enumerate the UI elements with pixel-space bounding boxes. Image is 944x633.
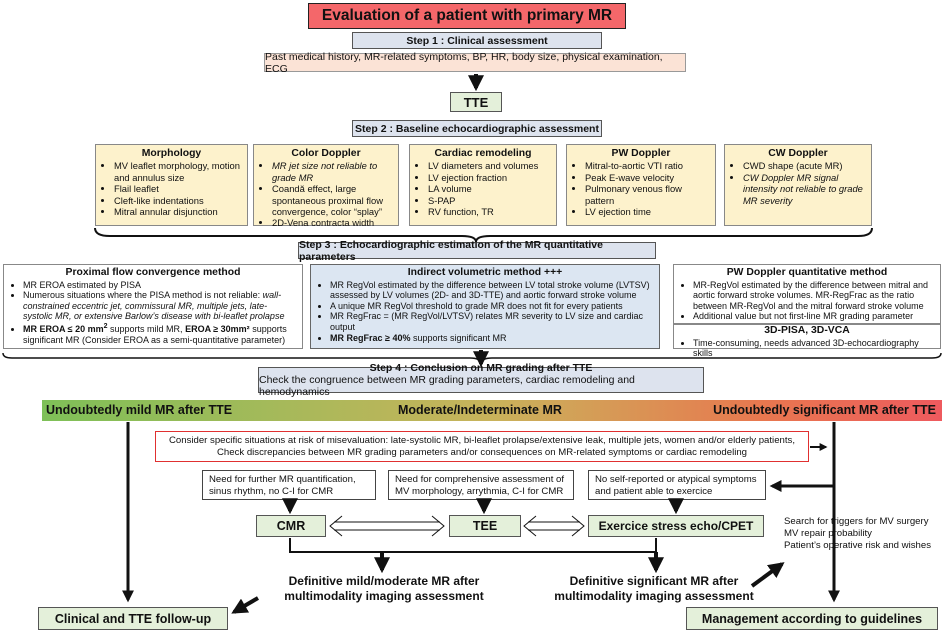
pw-doppler-item: Pulmonary venous flow pattern	[585, 183, 710, 206]
cw-doppler-item: CWD shape (acute MR)	[743, 160, 866, 171]
indirect-title: Indirect volumetric method +++	[407, 267, 563, 278]
definitive-sig-line2: multimodality imaging assessment	[554, 589, 754, 603]
need-stress-box: No self-reported or atypical symptoms an…	[588, 470, 766, 500]
morphology-item: Flail leaflet	[114, 183, 242, 194]
double-arrow-tee-stress	[523, 515, 585, 537]
step1-label: Step 1 : Clinical assessment	[352, 32, 602, 49]
pisa-item-text: Numerous situations where the PISA metho…	[23, 290, 263, 301]
definitive-sig-line1: Definitive significant MR after	[569, 574, 739, 588]
morphology-box: Morphology MV leaflet morphology, motion…	[95, 144, 248, 226]
definitive-mild-line2: multimodality imaging assessment	[284, 589, 484, 603]
morphology-item: Mitral annular disjunction	[114, 206, 242, 217]
guidelines-box: Management according to guidelines	[686, 607, 938, 630]
cardiac-remodeling-title: Cardiac remodeling	[434, 148, 532, 159]
cardiac-remodeling-item: LV diameters and volumes	[428, 160, 551, 171]
morphology-item: MV leaflet morphology, motion and annulu…	[114, 160, 242, 183]
double-arrow-cmr-tee	[329, 515, 445, 537]
pisa-item: MR EROA estimated by PISA	[23, 280, 296, 291]
cardiac-remodeling-item: S-PAP	[428, 195, 551, 206]
pw-doppler-title: PW Doppler	[611, 148, 671, 159]
cardiac-remodeling-item: LV ejection fraction	[428, 172, 551, 183]
pisa-sup: 2	[103, 322, 108, 330]
indirect-item: MR RegVol estimated by the difference be…	[330, 280, 653, 301]
cardiac-remodeling-item: LA volume	[428, 183, 551, 194]
pisa-text: supports significant MR (Consider EROA a…	[23, 323, 287, 345]
threed-box: 3D-PISA, 3D-VCA Time-consuming, needs ad…	[673, 324, 941, 358]
cmr-box: CMR	[256, 515, 326, 537]
triggers-line3: Patient’s operative risk and wishes	[784, 540, 932, 551]
color-doppler-item: Coandă effect, large spontaneous proxima…	[272, 183, 393, 217]
indirect-text: supports significant MR	[410, 332, 507, 343]
step2-brace	[94, 227, 873, 243]
pwq-item: Additional value but not first-line MR g…	[693, 311, 934, 322]
pisa-item-italic: wall-constrained eccentric jet, commissu…	[23, 290, 285, 322]
step4-label: Step 4 : Conclusion on MR grading after …	[369, 362, 593, 374]
cw-doppler-title: CW Doppler	[768, 148, 828, 159]
grading-moderate: Moderate/Indeterminate MR	[398, 403, 562, 417]
step1-details: Past medical history, MR-related symptom…	[264, 51, 686, 75]
pisa-box: Proximal flow convergence method MR EROA…	[3, 264, 303, 349]
grading-significant: Undoubtedly significant MR after TTE	[713, 403, 936, 417]
cardiac-remodeling-box: Cardiac remodeling LV diameters and volu…	[409, 144, 557, 226]
pisa-text: supports mild MR,	[107, 323, 186, 334]
pisa-item: MR EROA ≤ 20 mm2 supports mild MR, EROA …	[23, 322, 296, 345]
color-doppler-box: Color Doppler MR jet size not reliable t…	[253, 144, 399, 228]
threed-title: 3D-PISA, 3D-VCA	[764, 325, 850, 336]
pw-doppler-item: LV ejection time	[585, 206, 710, 217]
consider-line2: Check discrepancies between MR grading p…	[216, 447, 748, 458]
pw-doppler-item: Peak E-wave velocity	[585, 172, 710, 183]
regfrac-threshold: MR RegFrac ≥ 40%	[330, 332, 411, 343]
triggers-line2: MV repair probability	[784, 528, 872, 539]
definitive-mild: Definitive mild/moderate MR after multim…	[262, 574, 506, 604]
grading-mild: Undoubtedly mild MR after TTE	[46, 403, 233, 417]
triggers-text: Search for triggers for MV surgery MV re…	[784, 516, 934, 552]
threed-item: Time-consuming, needs advanced 3D-echoca…	[693, 338, 934, 359]
followup-box: Clinical and TTE follow-up	[38, 607, 228, 630]
tee-box: TEE	[449, 515, 521, 537]
step4-brace	[2, 352, 942, 365]
definitive-significant: Definitive significant MR after multimod…	[536, 574, 772, 604]
morphology-item: Cleft-like indentations	[114, 195, 242, 206]
pisa-threshold-sig: EROA ≥ 30mm²	[185, 323, 250, 334]
pwq-title: PW Doppler quantitative method	[726, 267, 888, 278]
cw-doppler-item: CW Doppler MR signal intensity not relia…	[743, 172, 866, 206]
color-doppler-item: 2D-Vena contracta width	[272, 217, 393, 228]
step4-box: Step 4 : Conclusion on MR grading after …	[258, 362, 704, 398]
grading-bar: Undoubtedly mild MR after TTE Moderate/I…	[42, 400, 942, 421]
pw-doppler-item: Mitral-to-aortic VTI ratio	[585, 160, 710, 171]
need-tee-box: Need for comprehensive assessment of MV …	[388, 470, 574, 500]
cardiac-remodeling-item: RV function, TR	[428, 206, 551, 217]
tte-box: TTE	[450, 92, 502, 112]
definitive-mild-line1: Definitive mild/moderate MR after	[288, 574, 480, 588]
indirect-item: MR RegFrac = (MR RegVol/LVTSV) relates M…	[330, 311, 653, 332]
step4-details: Check the congruence between MR grading …	[259, 374, 635, 398]
stress-echo-box: Exercice stress echo/CPET	[588, 515, 764, 537]
morphology-title: Morphology	[141, 148, 202, 159]
indirect-volumetric-box: Indirect volumetric method +++ MR RegVol…	[310, 264, 660, 349]
pisa-title: Proximal flow convergence method	[65, 267, 241, 278]
consider-box: Consider specific situations at risk of …	[155, 431, 809, 462]
indirect-item: MR RegFrac ≥ 40% supports significant MR	[330, 333, 653, 344]
pwq-item: MR-RegVol estimated by the difference be…	[693, 280, 934, 312]
pw-quantitative-box: PW Doppler quantitative method MR-RegVol…	[673, 264, 941, 324]
step2-label: Step 2 : Baseline echocardiographic asse…	[352, 120, 602, 137]
pisa-threshold-mild: MR EROA ≤ 20 mm	[23, 323, 104, 334]
page-title: Evaluation of a patient with primary MR	[308, 3, 626, 29]
consider-line1: Consider specific situations at risk of …	[168, 435, 795, 446]
step3-label: Step 3 : Echocardiographic estimation of…	[298, 239, 656, 263]
pw-doppler-box: PW Doppler Mitral-to-aortic VTI ratio Pe…	[566, 144, 716, 226]
color-doppler-title: Color Doppler	[291, 148, 361, 159]
pisa-item: Numerous situations where the PISA metho…	[23, 290, 296, 322]
indirect-item: A unique MR RegVol threshold to grade MR…	[330, 301, 653, 312]
color-doppler-item: MR jet size not reliable to grade MR	[272, 160, 393, 183]
triggers-line1: Search for triggers for MV surgery	[784, 516, 929, 527]
cw-doppler-box: CW Doppler CWD shape (acute MR) CW Doppl…	[724, 144, 872, 226]
arrow-def-sig-triggers	[750, 562, 785, 588]
line-cmr-down	[289, 538, 657, 553]
arrow-def-mild-followup	[231, 596, 260, 614]
